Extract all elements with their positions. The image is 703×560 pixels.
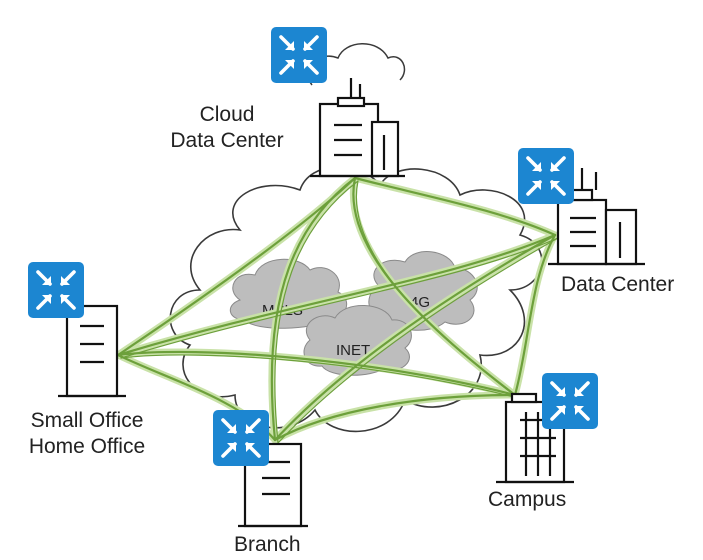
campus-site bbox=[496, 371, 600, 484]
site-label-line: Small Office bbox=[30, 409, 144, 432]
building-icon bbox=[548, 168, 645, 266]
branch-site bbox=[211, 408, 308, 528]
building-icon bbox=[310, 78, 405, 178]
site-label-campus: Campus bbox=[488, 487, 566, 513]
router-icon[interactable] bbox=[26, 260, 86, 320]
site-label-line: Branch bbox=[234, 533, 301, 556]
router-icon[interactable] bbox=[211, 408, 271, 468]
router-icon[interactable] bbox=[540, 371, 600, 431]
cloud-dc-site bbox=[269, 25, 406, 178]
site-label-soho: Small Office Home Office bbox=[14, 408, 160, 460]
inet-cloud bbox=[303, 305, 412, 376]
data-center-site bbox=[516, 146, 645, 266]
transport-label-inet: INET bbox=[336, 342, 370, 359]
router-icon[interactable] bbox=[516, 146, 576, 206]
site-label-line: Home Office bbox=[28, 435, 146, 458]
building-icon bbox=[58, 304, 126, 398]
site-label-line: Data Center bbox=[170, 129, 284, 152]
site-label-line: Campus bbox=[488, 488, 567, 511]
site-label-line: Cloud bbox=[199, 103, 255, 126]
site-label-cloud-dc: Cloud Data Center bbox=[162, 102, 292, 154]
soho-site bbox=[26, 260, 126, 398]
site-label-line: Data Center bbox=[561, 273, 675, 296]
site-label-data-center: Data Center bbox=[561, 272, 674, 298]
router-icon[interactable] bbox=[269, 25, 329, 85]
site-label-branch: Branch bbox=[234, 532, 301, 558]
